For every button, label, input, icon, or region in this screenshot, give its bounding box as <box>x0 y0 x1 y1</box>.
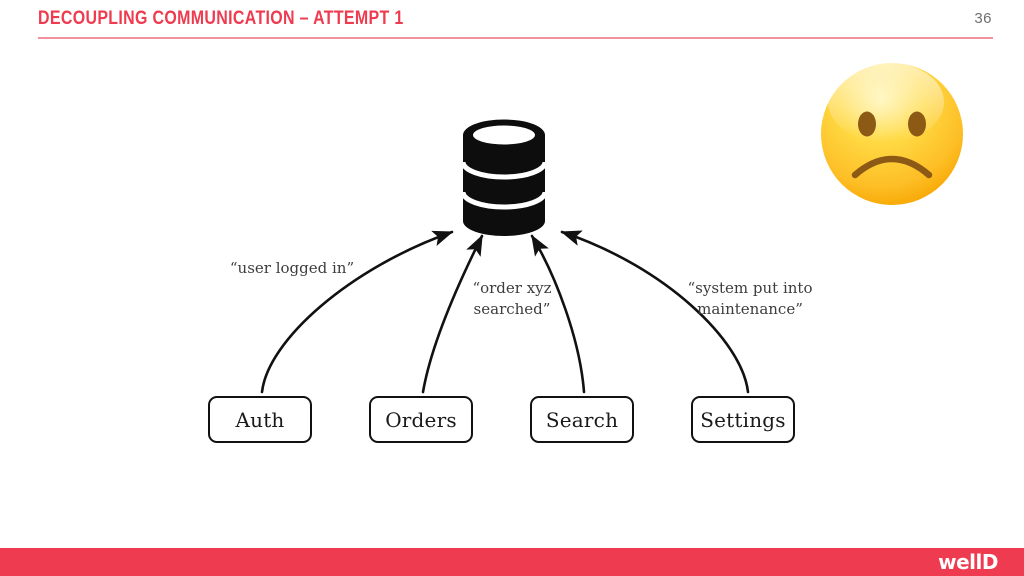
diagram-canvas: “user logged in” “order xyz searched” “s… <box>0 40 1024 548</box>
arrow-orders-to-db <box>421 234 484 394</box>
service-label-orders: Orders <box>385 407 457 432</box>
slide-footer <box>0 548 1024 576</box>
welld-logo: wellD <box>938 550 998 574</box>
message-label-orders: “order xyz searched” <box>472 279 552 318</box>
service-box-orders[interactable]: Orders <box>369 396 473 443</box>
frowning-face-emoji <box>821 62 963 205</box>
header-divider <box>38 37 993 39</box>
message-label-auth: “user logged in” <box>229 259 355 277</box>
arrow-search-to-db <box>530 234 586 394</box>
arrow-settings-to-db <box>560 230 750 394</box>
service-box-auth[interactable]: Auth <box>208 396 312 443</box>
message-label-settings: “system put into maintenance” <box>687 279 813 318</box>
service-box-search[interactable]: Search <box>530 396 634 443</box>
service-label-search: Search <box>545 407 619 432</box>
message-arrows <box>260 230 750 394</box>
page-title: Decoupling Communication – Attempt 1 <box>38 8 404 29</box>
slide-header: Decoupling Communication – Attempt 1 36 <box>0 0 1024 40</box>
arrow-auth-to-db <box>260 230 454 394</box>
service-box-settings[interactable]: Settings <box>691 396 795 443</box>
diagram-vector-layer <box>260 62 963 394</box>
slide-number: 36 <box>974 10 992 27</box>
database-icon <box>460 119 548 236</box>
service-label-auth: Auth <box>235 407 285 432</box>
service-label-settings: Settings <box>700 407 786 432</box>
